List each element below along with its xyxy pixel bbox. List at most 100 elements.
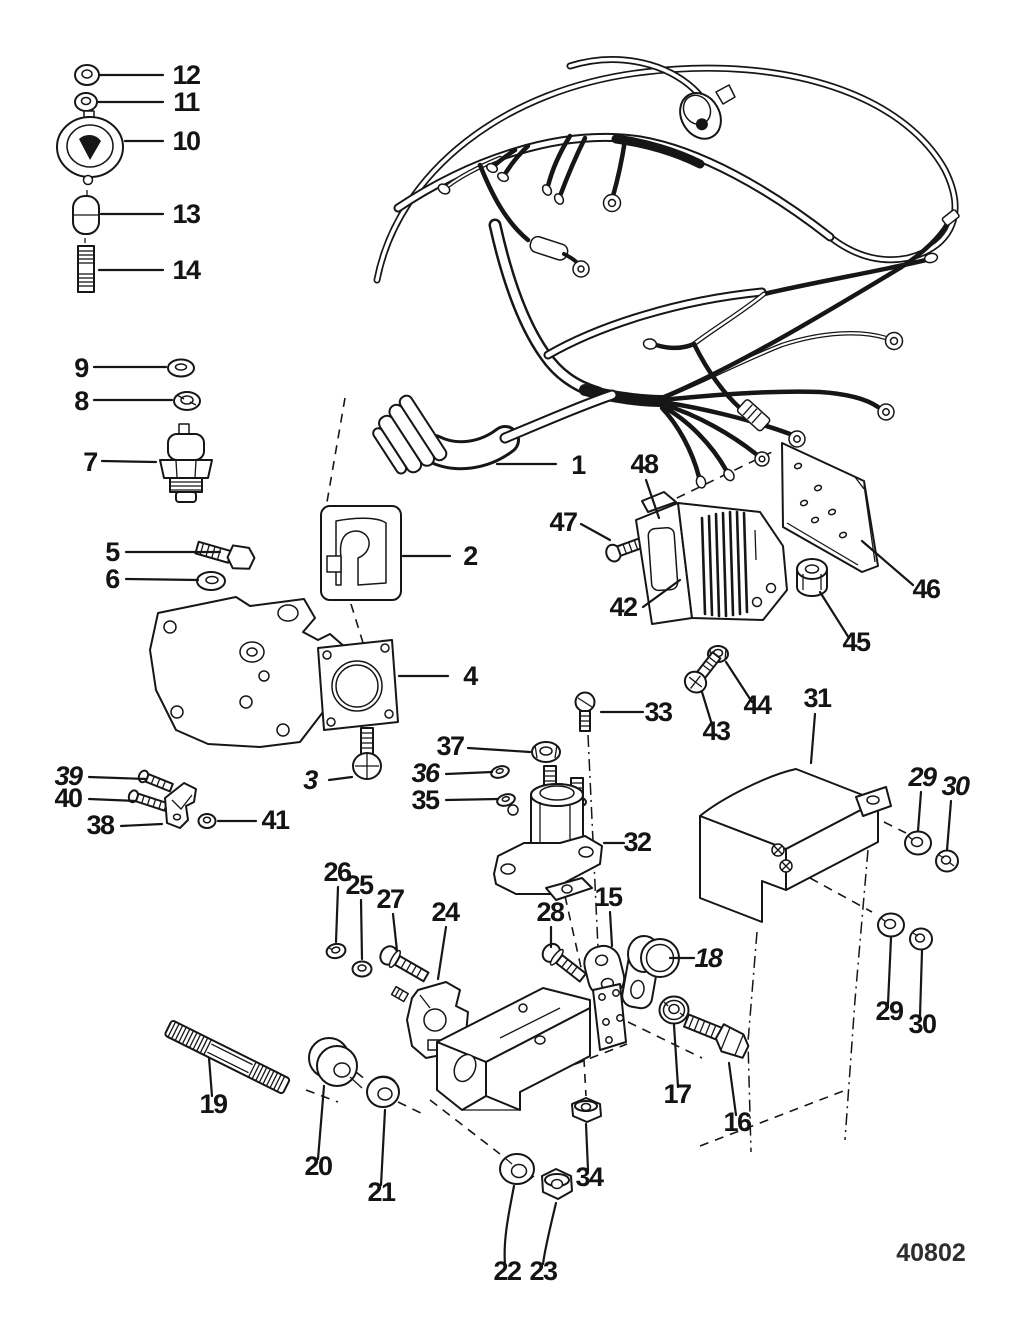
lock-washer-26 xyxy=(325,942,347,960)
mounting-plate-46 xyxy=(781,442,879,573)
wiring-harness xyxy=(372,56,960,489)
washer-29-upper xyxy=(904,830,932,856)
washer-36 xyxy=(490,765,510,779)
callout-31: 31 xyxy=(803,683,832,713)
callout-19: 19 xyxy=(199,1089,228,1119)
harness-plug xyxy=(679,92,722,140)
callout-32: 32 xyxy=(623,827,651,857)
screw-28 xyxy=(541,942,587,983)
bracket-38 xyxy=(164,782,197,829)
callout-7: 7 xyxy=(83,447,97,477)
callout-26: 26 xyxy=(323,857,352,887)
screw-3 xyxy=(352,727,382,780)
callout-1: 1 xyxy=(571,450,586,480)
callout-42: 42 xyxy=(609,592,637,622)
callout-8: 8 xyxy=(74,386,89,416)
callout-2: 2 xyxy=(463,541,477,571)
nut-11 xyxy=(74,92,98,112)
grommet-18 xyxy=(621,935,680,1010)
callout-13: 13 xyxy=(172,199,201,229)
callout-38: 38 xyxy=(86,810,115,840)
washer-29-lower xyxy=(877,912,905,938)
callout-24: 24 xyxy=(431,897,460,927)
callout-6: 6 xyxy=(105,564,120,594)
stud-14 xyxy=(77,238,95,293)
callout-47: 47 xyxy=(549,507,577,537)
lock-washer-17 xyxy=(658,995,690,1025)
nut-37 xyxy=(531,741,561,763)
callout-29-upper: 29 xyxy=(907,762,937,792)
spacer-20 xyxy=(308,1037,363,1089)
cover-31 xyxy=(699,768,892,923)
plug-clip xyxy=(715,84,736,105)
callout-46: 46 xyxy=(912,574,941,604)
washer-9 xyxy=(167,358,195,378)
hex-nut-23 xyxy=(541,1168,573,1200)
callout-40: 40 xyxy=(54,783,82,813)
starter-solenoid-32 xyxy=(493,765,603,901)
lock-washer-22 xyxy=(499,1153,535,1185)
callout-37: 37 xyxy=(436,731,464,761)
nut-41 xyxy=(197,813,217,829)
callout-10: 10 xyxy=(172,126,200,156)
lock-washer-8 xyxy=(173,391,201,411)
callout-35: 35 xyxy=(411,785,440,815)
bracket-plate-15 xyxy=(583,944,627,1051)
callout-39: 39 xyxy=(54,761,83,791)
harness-connector xyxy=(372,389,618,475)
callout-28: 28 xyxy=(536,897,565,927)
callout-48: 48 xyxy=(630,449,659,479)
callout-15: 15 xyxy=(594,882,623,912)
callout-20: 20 xyxy=(304,1151,332,1181)
callout-9: 9 xyxy=(74,353,89,383)
screw-43 xyxy=(683,651,722,694)
callout-14: 14 xyxy=(172,255,201,285)
washer-35 xyxy=(496,793,516,807)
callout-18: 18 xyxy=(694,943,723,973)
callout-12: 12 xyxy=(172,60,200,90)
drawing-number: 40802 xyxy=(896,1239,966,1267)
callout-labels: 12 11 10 13 14 9 8 7 1 48 47 2 5 6 42 46… xyxy=(54,60,971,1286)
temperature-sender-7 xyxy=(159,423,213,503)
nut-12 xyxy=(74,64,100,86)
taped-wire-end xyxy=(736,399,771,432)
callout-27: 27 xyxy=(376,884,404,914)
mounting-plate-4 xyxy=(149,596,399,748)
insulator-13 xyxy=(72,195,100,235)
callout-23: 23 xyxy=(529,1256,558,1286)
callout-17: 17 xyxy=(663,1079,691,1109)
washer-6 xyxy=(196,571,226,591)
callout-16: 16 xyxy=(723,1107,752,1137)
stud-19 xyxy=(164,1020,291,1095)
washer-21 xyxy=(366,1075,400,1108)
callout-22: 22 xyxy=(493,1256,521,1286)
callout-21: 21 xyxy=(367,1177,396,1207)
mounting-bracket xyxy=(436,987,591,1111)
callout-29-lower: 29 xyxy=(875,996,904,1026)
callout-3: 3 xyxy=(303,765,318,795)
callout-45: 45 xyxy=(842,627,871,657)
callout-30-lower: 30 xyxy=(908,1009,936,1039)
clamp-2 xyxy=(320,505,402,601)
screw-27 xyxy=(379,945,430,983)
callout-5: 5 xyxy=(105,537,120,567)
callout-4: 4 xyxy=(463,661,478,691)
screw-33 xyxy=(574,691,596,732)
nut-34 xyxy=(571,1097,602,1123)
callout-36: 36 xyxy=(411,758,441,788)
callout-30-upper: 30 xyxy=(941,771,970,801)
callout-11: 11 xyxy=(173,87,200,117)
callout-41: 41 xyxy=(261,805,290,835)
sender-cap-10 xyxy=(56,110,124,197)
nut-30-lower xyxy=(909,927,933,951)
callout-44: 44 xyxy=(743,690,772,720)
callout-leaders xyxy=(87,73,953,1266)
callout-43: 43 xyxy=(702,716,731,746)
hex-bolt-16 xyxy=(683,1013,750,1059)
callout-25: 25 xyxy=(345,870,374,900)
voltage-regulator-42 xyxy=(635,491,788,625)
nut-30-upper xyxy=(935,849,959,873)
washer-25 xyxy=(351,960,373,978)
callout-34: 34 xyxy=(575,1162,604,1192)
